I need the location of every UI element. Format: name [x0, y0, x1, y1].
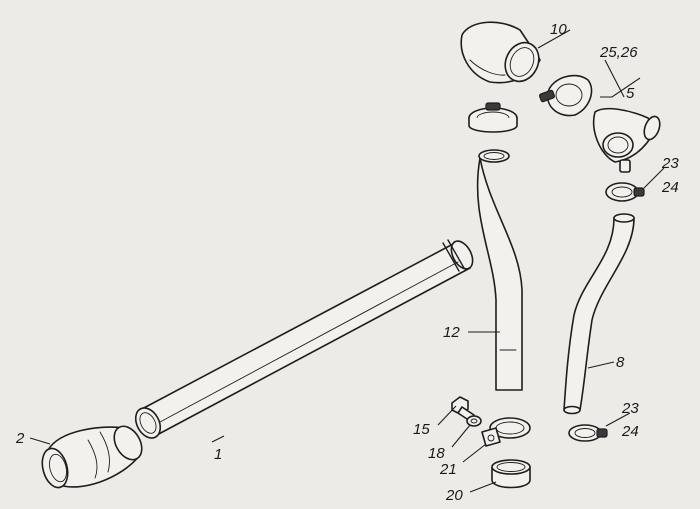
callout-24-upper: 24 [661, 179, 679, 196]
callout-21: 21 [439, 461, 457, 478]
washer-18 [466, 415, 482, 427]
clamp-23-24-lower [568, 424, 608, 442]
tee-fitting-5 [593, 107, 661, 173]
clamp-21 [481, 417, 531, 447]
clamp-23-24-upper [605, 182, 645, 202]
elbow-2 [41, 425, 143, 489]
callout-20: 20 [445, 487, 463, 504]
callout-5: 5 [626, 85, 635, 102]
callout-1: 1 [214, 446, 222, 463]
callout-2: 2 [15, 430, 25, 447]
callouts: 1 2 10 25,26 5 23 24 12 8 23 24 15 18 21… [15, 21, 679, 504]
tube-12 [476, 149, 523, 391]
clamp-25-26 [539, 74, 593, 117]
elbow-10 [460, 21, 541, 84]
callout-8: 8 [616, 354, 625, 371]
clamp-under-elbow [468, 102, 518, 133]
callout-10: 10 [550, 21, 567, 38]
pipe-1 [134, 239, 474, 439]
hose-8 [563, 213, 635, 415]
bolt-15 [451, 396, 475, 422]
callout-25-26: 25,26 [599, 44, 638, 61]
callout-12: 12 [443, 324, 460, 341]
callout-24-lower: 24 [621, 423, 639, 440]
callout-18: 18 [428, 445, 445, 462]
callout-23-lower: 23 [621, 400, 639, 417]
sleeve-20 [491, 459, 531, 489]
callout-23-upper: 23 [661, 155, 679, 172]
leader-lines [29, 29, 665, 493]
callout-15: 15 [413, 421, 430, 438]
